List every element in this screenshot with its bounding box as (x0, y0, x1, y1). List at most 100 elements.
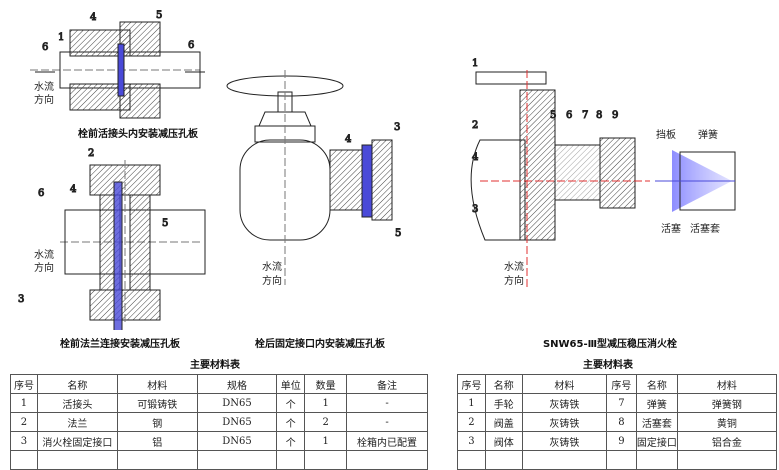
table-header-row: 序号名称材料序号名称材料 (457, 374, 778, 394)
cell: 2 (457, 412, 486, 432)
flow-direction-label-4: 水流 方向 (504, 260, 524, 287)
cell: 铝合金 (676, 431, 778, 451)
svg-text:方向: 方向 (34, 261, 54, 274)
right-table-title: 主要材料表 (583, 360, 633, 371)
cell: 9 (605, 431, 637, 451)
svg-text:6: 6 (38, 188, 44, 199)
svg-text:4: 4 (90, 12, 96, 23)
cell: 3 (457, 431, 486, 451)
caption-flange: 栓前法兰连接安装减压孔板 (60, 339, 180, 350)
header-cell: 备注 (346, 374, 428, 394)
svg-text:1: 1 (472, 58, 478, 69)
svg-text:6: 6 (566, 110, 572, 121)
cell: 钢 (116, 412, 198, 432)
label-piston-sleeve: 活塞套 (690, 222, 720, 235)
table-row-cut-off (457, 450, 778, 470)
svg-text:4: 4 (70, 184, 76, 195)
cell: 1 (457, 393, 486, 413)
cell: 个 (276, 393, 306, 413)
flow-direction-label-2: 水流 方向 (34, 248, 54, 274)
header-cell: 材料 (116, 374, 198, 394)
svg-text:方向: 方向 (262, 274, 282, 287)
svg-text:7: 7 (582, 110, 588, 121)
cell: 个 (276, 412, 306, 432)
svg-text:5: 5 (156, 10, 162, 21)
header-cell: 材料 (521, 374, 607, 394)
svg-text:5: 5 (550, 110, 556, 121)
svg-text:4: 4 (472, 152, 478, 163)
header-cell: 名称 (484, 374, 523, 394)
svg-text:方向: 方向 (504, 274, 524, 287)
cell: 2 (304, 412, 348, 432)
cell: 1 (10, 393, 38, 413)
header-cell: 序号 (10, 374, 38, 394)
header-cell: 名称 (635, 374, 678, 394)
svg-text:8: 8 (596, 110, 602, 121)
header-cell: 序号 (457, 374, 486, 394)
header-cell: 数量 (304, 374, 348, 394)
svg-text:水流: 水流 (34, 248, 54, 261)
cell: 消火栓固定接口 (36, 431, 118, 451)
header-cell: 名称 (36, 374, 118, 394)
cell: 8 (605, 412, 637, 432)
label-spring: 弹簧 (698, 128, 718, 141)
cell: 弹簧钢 (676, 393, 778, 413)
svg-text:3: 3 (394, 122, 400, 133)
caption-union: 栓前活接头内安装减压孔板 (78, 129, 198, 140)
cell: 3 (10, 431, 38, 451)
caption-snw65: SNW65-Ⅲ型减压稳压消火栓 (542, 339, 678, 350)
svg-text:5: 5 (162, 218, 168, 229)
figure-hydrant-outlet-orifice: 345 (226, 70, 402, 285)
label-piston: 活塞 (661, 222, 681, 235)
cell: 阀体 (484, 431, 523, 451)
header-cell: 规格 (196, 374, 278, 394)
cell: 黄铜 (676, 412, 778, 432)
svg-text:6: 6 (188, 40, 194, 51)
svg-text:4: 4 (345, 134, 351, 145)
cell: 弹簧 (635, 393, 678, 413)
cell: 手轮 (484, 393, 523, 413)
svg-text:水流: 水流 (504, 260, 524, 273)
cell: 可锻铸铁 (116, 393, 198, 413)
cell: 法兰 (36, 412, 118, 432)
svg-text:水流: 水流 (262, 260, 282, 273)
cell: 灰铸铁 (521, 412, 607, 432)
svg-text:6: 6 (42, 42, 48, 53)
svg-text:水流: 水流 (34, 80, 54, 93)
cell: 7 (605, 393, 637, 413)
label-baffle: 挡板 (656, 128, 676, 141)
figure-flange-orifice: 2 4 6 5 3 (18, 148, 206, 330)
svg-text:3: 3 (18, 294, 24, 305)
table-row-cut-off (10, 450, 428, 470)
cell: 活塞套 (635, 412, 678, 432)
cell: 灰铸铁 (521, 431, 607, 451)
header-cell: 序号 (605, 374, 637, 394)
cell: 活接头 (36, 393, 118, 413)
cell: DN65 (196, 393, 278, 413)
cell: 阀盖 (484, 412, 523, 432)
cell: 2 (10, 412, 38, 432)
svg-text:3: 3 (472, 204, 478, 215)
svg-text:方向: 方向 (34, 93, 54, 106)
cell: 固定接口 (635, 431, 678, 451)
cell: 铝 (116, 431, 198, 451)
svg-text:2: 2 (472, 120, 478, 131)
cell: DN65 (196, 431, 278, 451)
cell: 1 (304, 393, 348, 413)
cell: 个 (276, 431, 306, 451)
left-table-title: 主要材料表 (190, 360, 240, 371)
svg-text:9: 9 (612, 110, 618, 121)
cell: 栓箱内已配置 (346, 431, 428, 451)
cell: 1 (304, 431, 348, 451)
svg-text:2: 2 (88, 148, 94, 159)
